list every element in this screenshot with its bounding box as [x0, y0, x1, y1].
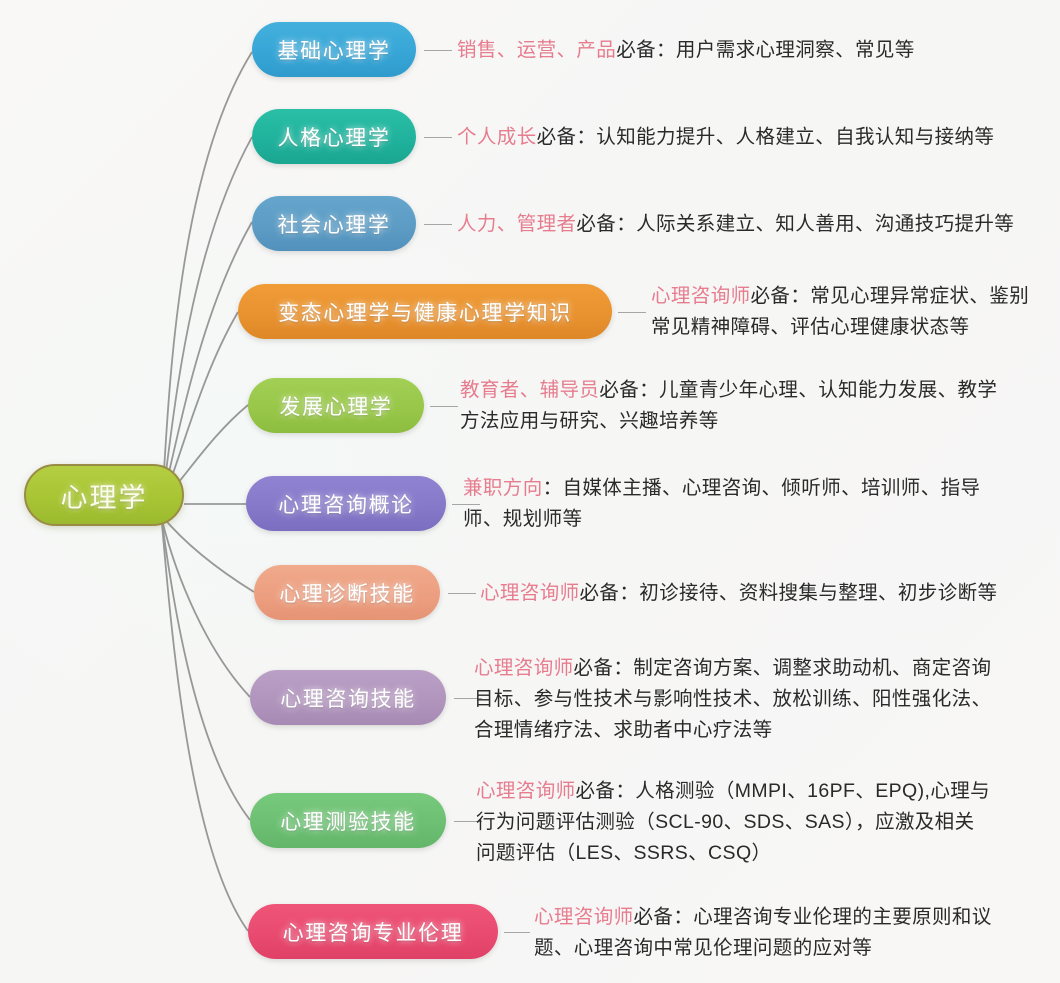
branch-node-3[interactable]: 社会心理学 — [252, 196, 416, 251]
connector-curve-7 — [161, 515, 255, 593]
branch-node-3-label: 社会心理学 — [277, 213, 391, 237]
desc-text: 常见精神障碍、评估心理健康状态等 — [651, 316, 970, 338]
desc-line: 心理咨询师必备：心理咨询专业伦理的主要原则和议 — [534, 902, 992, 933]
desc-text: 必备：初诊接待、资料搜集与整理、初步诊断等 — [579, 582, 998, 604]
branch-node-6[interactable]: 心理咨询概论 — [246, 476, 446, 531]
desc-tag: 心理咨询师 — [476, 780, 576, 802]
branch-node-1[interactable]: 基础心理学 — [252, 22, 416, 77]
branch-dash-1 — [424, 50, 452, 51]
branch-desc-3: 人力、管理者必备：人际关系建立、知人善用、沟通技巧提升等 — [457, 209, 1014, 240]
branch-desc-6: 兼职方向：自媒体主播、心理咨询、倾听师、培训师、指导 师、规划师等 — [463, 473, 980, 535]
desc-line: 心理咨询师必备：制定咨询方案、调整求助动机、商定咨询 — [474, 653, 991, 684]
desc-line: 行为问题评估测验（SCL-90、SDS、SAS），应激及相关 — [476, 807, 990, 838]
desc-text: 必备：制定咨询方案、调整求助动机、商定咨询 — [573, 657, 992, 679]
desc-tag: 心理咨询师 — [651, 285, 751, 307]
desc-text: 方法应用与研究、兴趣培养等 — [460, 410, 719, 432]
desc-line: 人力、管理者必备：人际关系建立、知人善用、沟通技巧提升等 — [457, 209, 1014, 240]
branch-dash-6 — [452, 504, 480, 505]
connector-curve-10 — [161, 523, 249, 932]
branch-desc-1: 销售、运营、产品必备：用户需求心理洞察、常见等 — [457, 35, 915, 66]
branch-node-1-label: 基础心理学 — [277, 39, 391, 63]
branch-desc-8: 心理咨询师必备：制定咨询方案、调整求助动机、商定咨询 目标、参与性技术与影响性技… — [474, 653, 991, 746]
desc-text: 题、心理咨询中常见伦理问题的应对等 — [534, 937, 873, 959]
branch-node-2-label: 人格心理学 — [277, 126, 391, 150]
desc-line: 方法应用与研究、兴趣培养等 — [460, 406, 997, 437]
desc-line: 合理情绪疗法、求助者中心疗法等 — [474, 715, 991, 746]
branch-node-7[interactable]: 心理诊断技能 — [254, 565, 440, 620]
branch-node-8[interactable]: 心理咨询技能 — [250, 670, 446, 725]
branch-dash-4 — [618, 312, 646, 313]
desc-line: 心理咨询师必备：初诊接待、资料搜集与整理、初步诊断等 — [480, 578, 997, 609]
branch-desc-10: 心理咨询师必备：心理咨询专业伦理的主要原则和议 题、心理咨询中常见伦理问题的应对… — [534, 902, 992, 964]
desc-line: 师、规划师等 — [463, 504, 980, 535]
desc-text: 必备：人格测验（MMPI、16PF、EPQ),心理与 — [575, 780, 991, 802]
connector-curve-8 — [161, 519, 251, 698]
branch-node-9[interactable]: 心理测验技能 — [250, 793, 446, 848]
desc-text: 必备：认知能力提升、人格建立、自我认知与接纳等 — [536, 126, 995, 148]
branch-node-7-label: 心理诊断技能 — [279, 582, 415, 606]
branch-node-9-label: 心理测验技能 — [280, 810, 416, 834]
desc-line: 问题评估（LES、SSRS、CSQ） — [476, 838, 990, 869]
branch-node-6-label: 心理咨询概论 — [278, 493, 414, 517]
connector-curve-3 — [161, 221, 253, 501]
desc-text: 必备：心理咨询专业伦理的主要原则和议 — [633, 906, 992, 928]
branch-node-5[interactable]: 发展心理学 — [248, 378, 424, 433]
branch-desc-2: 个人成长必备：认知能力提升、人格建立、自我认知与接纳等 — [457, 122, 994, 153]
desc-text: 师、规划师等 — [463, 508, 583, 530]
desc-line: 心理咨询师必备：常见心理异常症状、鉴别 — [651, 281, 1029, 312]
root-node-label: 心理学 — [60, 482, 148, 513]
branch-dash-10 — [504, 932, 530, 933]
desc-line: 心理咨询师必备：人格测验（MMPI、16PF、EPQ),心理与 — [476, 776, 990, 807]
desc-text: 行为问题评估测验（SCL-90、SDS、SAS），应激及相关 — [476, 811, 975, 833]
desc-text: 必备：常见心理异常症状、鉴别 — [750, 285, 1030, 307]
branch-dash-3 — [424, 224, 452, 225]
branch-dash-2 — [424, 137, 452, 138]
desc-line: 题、心理咨询中常见伦理问题的应对等 — [534, 933, 992, 964]
desc-line: 教育者、辅导员必备：儿童青少年心理、认知能力发展、教学 — [460, 375, 997, 406]
branch-desc-7: 心理咨询师必备：初诊接待、资料搜集与整理、初步诊断等 — [480, 578, 997, 609]
connector-curve-9 — [161, 521, 251, 821]
root-node[interactable]: 心理学 — [24, 464, 184, 526]
branch-node-10[interactable]: 心理咨询专业伦理 — [248, 904, 498, 959]
desc-tag: 兼职方向 — [463, 477, 543, 499]
branch-dash-9 — [454, 821, 482, 822]
desc-text: ：自媒体主播、心理咨询、倾听师、培训师、指导 — [542, 477, 981, 499]
branch-node-10-label: 心理咨询专业伦理 — [282, 921, 464, 945]
desc-line: 目标、参与性技术与影响性技术、放松训练、阳性强化法、 — [474, 684, 991, 715]
desc-line: 销售、运营、产品必备：用户需求心理洞察、常见等 — [457, 35, 915, 66]
desc-text: 合理情绪疗法、求助者中心疗法等 — [474, 719, 773, 741]
desc-line: 个人成长必备：认知能力提升、人格建立、自我认知与接纳等 — [457, 122, 994, 153]
desc-tag: 心理咨询师 — [534, 906, 634, 928]
desc-tag: 心理咨询师 — [480, 582, 580, 604]
desc-line: 常见精神障碍、评估心理健康状态等 — [651, 312, 1029, 343]
desc-text: 问题评估（LES、SSRS、CSQ） — [476, 842, 772, 864]
desc-text: 目标、参与性技术与影响性技术、放松训练、阳性强化法、 — [474, 688, 992, 710]
desc-tag: 个人成长 — [457, 126, 537, 148]
desc-line: 兼职方向：自媒体主播、心理咨询、倾听师、培训师、指导 — [463, 473, 980, 504]
desc-text: 必备：用户需求心理洞察、常见等 — [616, 39, 915, 61]
branch-dash-7 — [448, 593, 476, 594]
desc-tag: 教育者、辅导员 — [460, 379, 600, 401]
branch-node-2[interactable]: 人格心理学 — [252, 109, 416, 164]
branch-desc-4: 心理咨询师必备：常见心理异常症状、鉴别 常见精神障碍、评估心理健康状态等 — [651, 281, 1029, 343]
connector-curve-1 — [161, 51, 253, 501]
branch-node-4-label: 变态心理学与健康心理学知识 — [278, 301, 572, 325]
desc-text: 必备：人际关系建立、知人善用、沟通技巧提升等 — [576, 213, 1015, 235]
desc-tag: 心理咨询师 — [474, 657, 574, 679]
branch-desc-9: 心理咨询师必备：人格测验（MMPI、16PF、EPQ),心理与 行为问题评估测验… — [476, 776, 990, 869]
branch-dash-5 — [430, 406, 458, 407]
branch-node-4[interactable]: 变态心理学与健康心理学知识 — [238, 284, 612, 339]
branch-desc-5: 教育者、辅导员必备：儿童青少年心理、认知能力发展、教学 方法应用与研究、兴趣培养… — [460, 375, 997, 437]
desc-text: 必备：儿童青少年心理、认知能力发展、教学 — [599, 379, 998, 401]
branch-node-8-label: 心理咨询技能 — [280, 687, 416, 711]
branch-dash-8 — [454, 698, 482, 699]
branch-node-5-label: 发展心理学 — [279, 395, 393, 419]
desc-tag: 人力、管理者 — [457, 213, 577, 235]
desc-tag: 销售、运营、产品 — [457, 39, 617, 61]
